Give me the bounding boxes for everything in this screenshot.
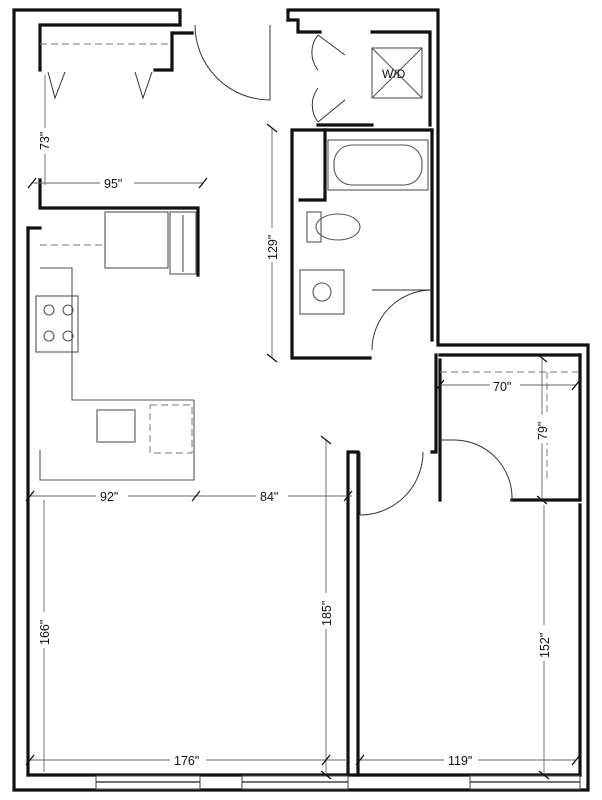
bath-sink (299, 269, 345, 315)
closet-depth-dim: 79" (536, 422, 550, 440)
closet-width-dim: 70" (493, 380, 511, 394)
passage-width-dim: 84" (260, 490, 278, 504)
hall-depth-dim: 73" (38, 132, 52, 150)
washer-dryer-unit (371, 47, 423, 99)
bathtub (327, 139, 429, 191)
toilet (306, 211, 322, 243)
hall-width-dim: 95" (104, 177, 122, 191)
refrigerator (104, 211, 169, 269)
labels: W/D 73" 95" 129" 70" 79" 92" 84" 166" 18… (36, 67, 552, 768)
living-width-dim: 176" (174, 754, 199, 768)
dishwasher (149, 404, 193, 454)
fixtures (35, 43, 580, 481)
living-depth-dim: 166" (38, 620, 52, 645)
pantry (169, 211, 197, 275)
bath-length-dim: 129" (266, 235, 280, 260)
interior-walls (26, 18, 582, 777)
bedroom-depth-dim: 152" (538, 633, 552, 658)
windows (95, 775, 581, 790)
doors (47, 24, 513, 516)
kitchen-sink (96, 409, 136, 443)
stove (35, 295, 79, 353)
washer-dryer-label: W/D (382, 67, 406, 81)
bedroom-width-dim: 119" (448, 754, 472, 768)
living-length-dim: 185" (320, 601, 334, 626)
kitchen-width-dim: 92" (100, 490, 118, 504)
exterior-walls (12, 8, 590, 792)
